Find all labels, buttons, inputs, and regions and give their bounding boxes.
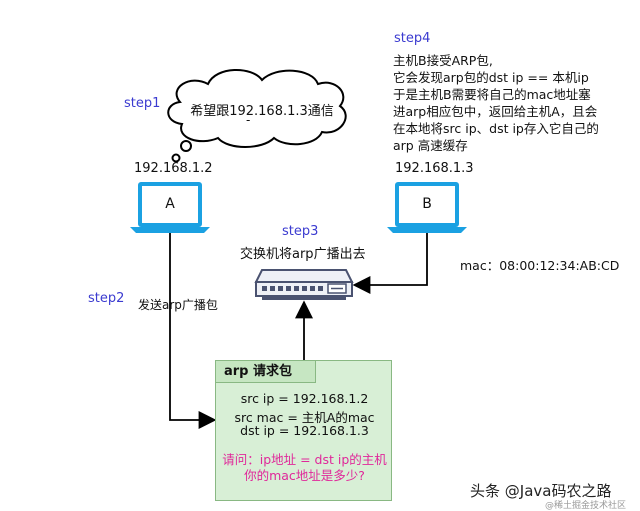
step4-note-line: 进arp相应包中，返回给主机A，且会: [393, 104, 598, 119]
host-a-label: A: [165, 196, 175, 212]
cloud-text: 希望跟192.168.1.3通信: [190, 104, 334, 119]
send-caption: 发送arp广播包: [138, 298, 218, 312]
step4-note-line: arp 高速缓存: [393, 138, 468, 153]
connector-b-to-switch: [352, 233, 428, 294]
watermark-sub: @稀土掘金技术社区: [545, 501, 627, 511]
switch-icon: [254, 269, 354, 300]
host-b-ip: 192.168.1.3: [395, 161, 474, 176]
laptop-a-icon: [130, 182, 210, 233]
connector-a-to-packet: [169, 233, 217, 429]
packet-dst-ip: dst ip = 192.168.1.3: [240, 423, 369, 438]
watermark: 头条 @Java码农之路: [470, 482, 612, 500]
laptop-b-icon: [387, 182, 467, 233]
switch-caption: 交换机将arp广播出去: [240, 247, 366, 262]
cloud-bubble: [180, 140, 192, 152]
step2-label: step2: [88, 291, 125, 306]
step4-note-line: 它会发现arp包的dst ip == 本机ip: [393, 70, 589, 85]
host-b-mac: mac：08:00:12:34:AB:CD: [460, 258, 620, 273]
arp-packet-box: arp 请求包 src ip = 192.168.1.2 src mac = 主…: [215, 360, 392, 501]
cloud-bubble: [171, 153, 181, 163]
thought-cloud: [167, 68, 347, 163]
step3-label: step3: [282, 224, 319, 239]
packet-src-ip: src ip = 192.168.1.2: [240, 391, 369, 406]
step4-note: 主机B接受ARP包, 它会发现arp包的dst ip == 本机ip 于是主机B…: [393, 52, 633, 154]
host-b-label: B: [422, 196, 432, 212]
step1-label: step1: [124, 96, 161, 111]
cloud-dash: -: [246, 113, 251, 127]
step4-note-line: 在本地将src ip、dst ip存入它自己的: [393, 121, 599, 136]
step4-label: step4: [394, 31, 431, 46]
packet-src-mac: src mac = 主机A的mac: [234, 410, 375, 425]
arp-packet-title: arp 请求包: [216, 361, 316, 383]
packet-question-line2: 你的mac地址是多少?: [244, 468, 365, 483]
packet-question-line1: 请问：ip地址 = dst ip的主机: [222, 452, 387, 467]
host-a-ip: 192.168.1.2: [134, 161, 213, 176]
step4-note-line: 于是主机B需要将自己的mac地址塞: [393, 87, 591, 102]
step4-note-line: 主机B接受ARP包,: [393, 53, 493, 68]
